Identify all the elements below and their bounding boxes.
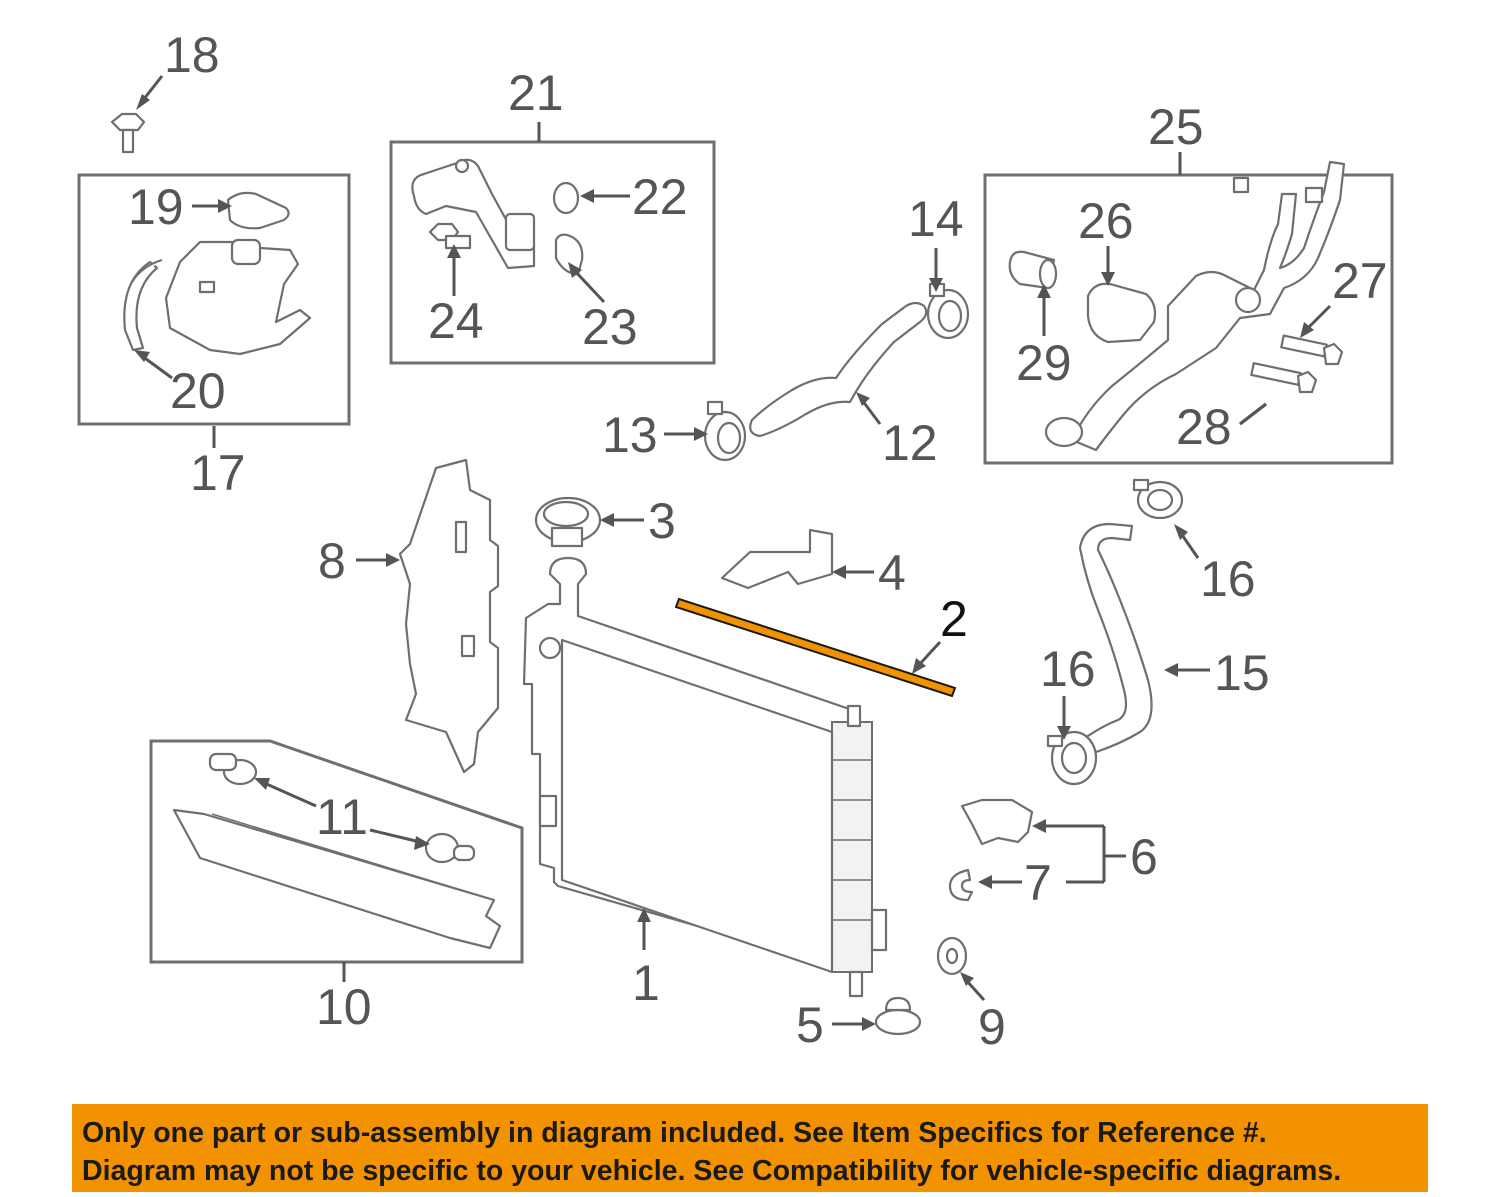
parts-diagram: 18 19 20 17 21 22 24 23 25 14 26 27 29 2… xyxy=(77,27,1394,1055)
hose-clamp-part-14 xyxy=(926,282,970,340)
group-box-17 xyxy=(77,173,351,426)
leader-lines xyxy=(134,75,1332,1031)
o-ring-part-22 xyxy=(552,181,580,215)
air-baffle-slot xyxy=(460,634,476,658)
group-box-10 xyxy=(149,739,524,964)
disclaimer-line-1: Only one part or sub-assembly in diagram… xyxy=(82,1117,1267,1149)
callout-27: 27 xyxy=(1332,253,1388,309)
callout-12: 12 xyxy=(882,415,938,471)
callout-11: 11 xyxy=(316,789,368,845)
bolt-part-24 xyxy=(428,222,472,250)
callout-5: 5 xyxy=(796,997,824,1053)
callout-16-lower: 16 xyxy=(1040,641,1096,697)
callout-28: 28 xyxy=(1176,399,1232,455)
bolt-part-18 xyxy=(110,112,146,154)
callout-19: 19 xyxy=(128,179,184,235)
bolt-part-28 xyxy=(1250,362,1318,394)
callout-16-upper: 16 xyxy=(1200,551,1256,607)
callout-17: 17 xyxy=(190,445,246,501)
disclaimer-line-2: Diagram may not be specific to your vehi… xyxy=(82,1155,1342,1187)
bumper-part-11-left xyxy=(208,752,258,786)
water-outlet-part-25 xyxy=(1044,160,1346,452)
callout-18: 18 xyxy=(164,27,220,83)
bracket-part-4 xyxy=(720,528,834,590)
clip-part-7 xyxy=(948,868,974,902)
group-box-21 xyxy=(389,140,716,365)
bolt-part-27 xyxy=(1280,334,1344,366)
hose-clamp-part-13 xyxy=(703,400,747,462)
gasket-part-26 xyxy=(1086,282,1157,344)
washer-part-9 xyxy=(936,936,968,976)
gasket-part-23 xyxy=(554,233,584,276)
air-baffle-part-8 xyxy=(398,458,500,774)
radiator-part-1 xyxy=(522,556,888,998)
bracket-part-6 xyxy=(960,798,1034,846)
callout-6: 6 xyxy=(1130,829,1158,885)
callout-25: 25 xyxy=(1148,99,1204,155)
callout-4: 4 xyxy=(878,545,906,601)
radiator-hose-part-15 xyxy=(1078,522,1153,754)
callout-23: 23 xyxy=(582,299,638,355)
radiator-cap-part-3 xyxy=(534,496,602,548)
callout-24: 24 xyxy=(428,293,484,349)
callout-21: 21 xyxy=(508,65,564,121)
air-baffle-slot xyxy=(454,520,468,554)
callout-22: 22 xyxy=(632,169,688,225)
callout-7: 7 xyxy=(1024,855,1052,911)
callout-15: 15 xyxy=(1214,645,1270,701)
callout-20: 20 xyxy=(170,363,226,419)
disclaimer-banner: Only one part or sub-assembly in diagram… xyxy=(72,1104,1428,1192)
callout-8: 8 xyxy=(318,533,346,589)
bumper-part-11-right xyxy=(424,832,476,864)
hose-clamp-part-16-lower xyxy=(1046,730,1098,786)
callout-13: 13 xyxy=(602,407,658,463)
callout-14: 14 xyxy=(908,191,964,247)
callout-29: 29 xyxy=(1016,335,1072,391)
bolt-part-29 xyxy=(1008,250,1058,290)
coolant-reservoir-part-20 xyxy=(123,238,312,356)
callout-26: 26 xyxy=(1078,193,1134,249)
coolant-pipe-part-21 xyxy=(411,158,536,270)
seal-part-2-highlighted xyxy=(674,597,957,698)
radiator-hose-part-12 xyxy=(749,301,928,438)
reservoir-cap-part-19 xyxy=(226,191,290,230)
callout-9: 9 xyxy=(978,999,1006,1055)
lower-air-deflector-part-10 xyxy=(172,808,502,950)
hose-clamp-part-16-upper xyxy=(1132,478,1184,520)
callout-3: 3 xyxy=(648,493,676,549)
callout-2: 2 xyxy=(940,591,968,647)
grommet-part-5 xyxy=(874,996,922,1036)
callout-1: 1 xyxy=(632,955,660,1011)
group-box-25 xyxy=(983,173,1394,465)
callout-10: 10 xyxy=(316,979,372,1035)
